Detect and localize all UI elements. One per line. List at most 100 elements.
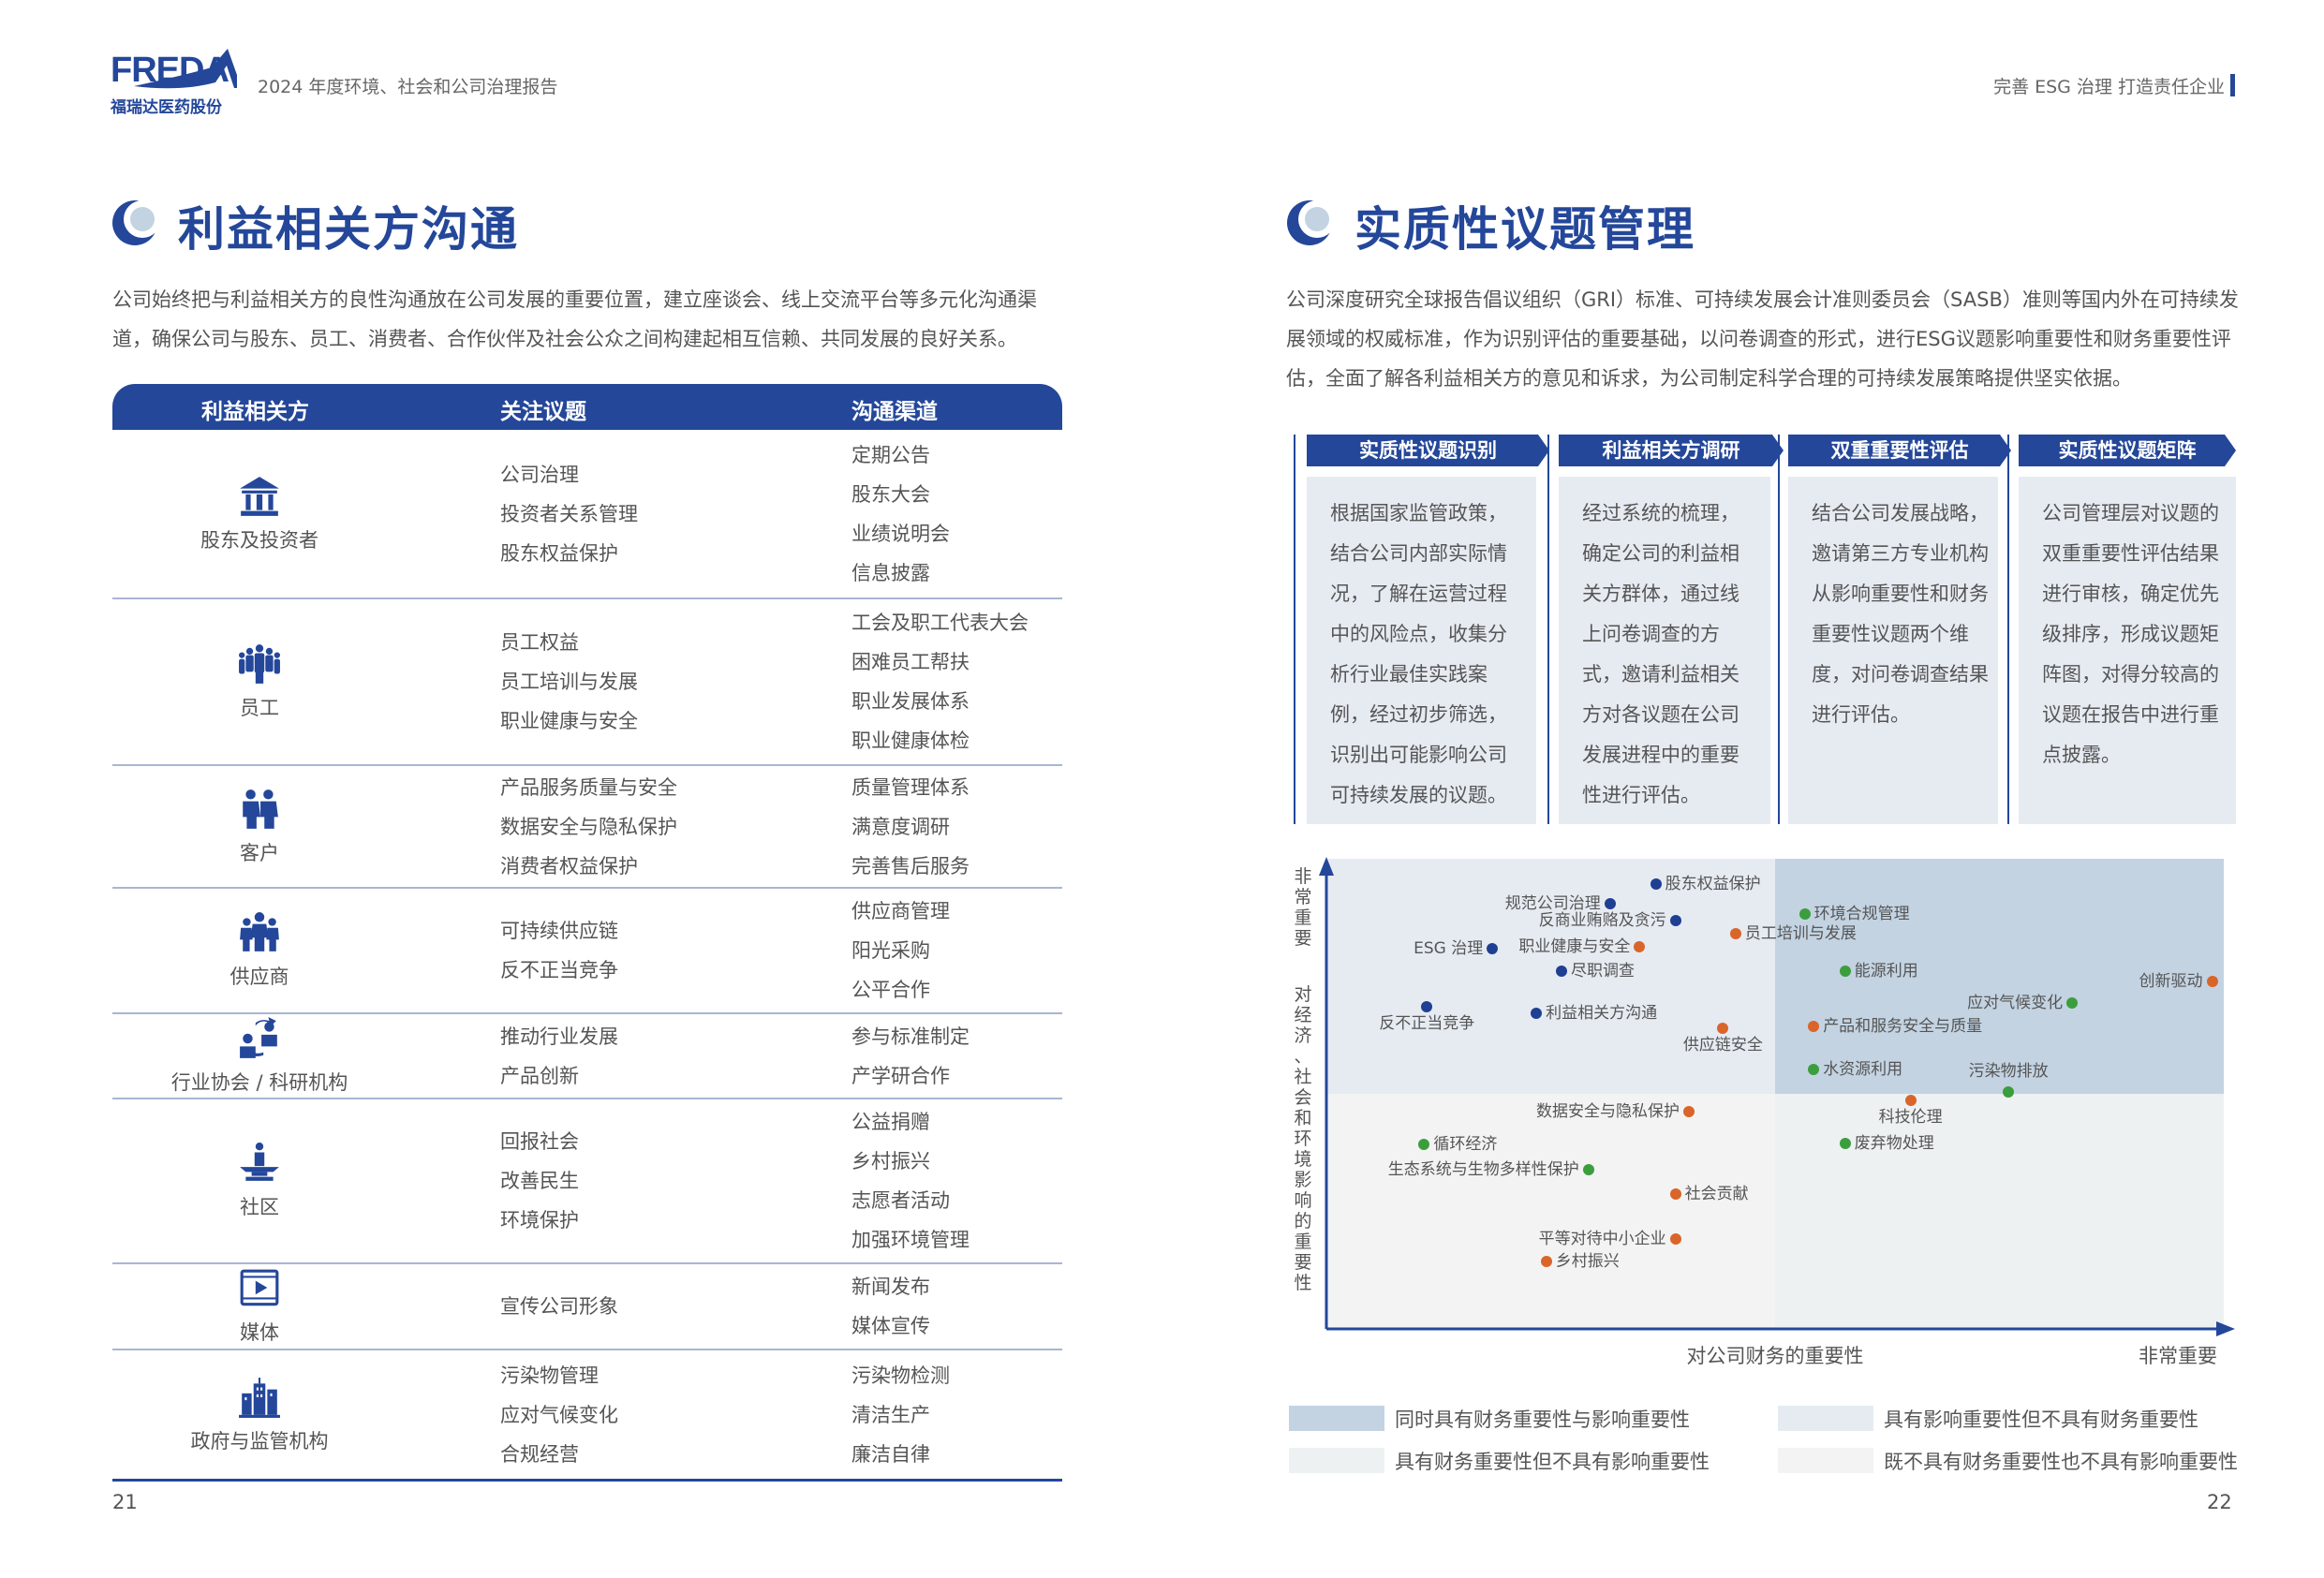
channels-cell: 供应商管理阳光采购公平合作: [851, 889, 950, 1012]
step-text-line: 议题在报告中进行重: [2042, 703, 2219, 726]
matrix-point: [1669, 1187, 1681, 1200]
matrix-point-label: 尽职调查: [1570, 961, 1635, 981]
stakeholder-cell: 供应商: [112, 889, 407, 1012]
matrix-point-label: 反不正当竞争: [1379, 1014, 1475, 1034]
government-icon: [237, 1376, 282, 1423]
suppliers-icon: [237, 911, 282, 958]
channels-cell: 公益捐赠乡村振兴志愿者活动加强环境管理: [851, 1099, 970, 1262]
topic-item: 员工权益: [500, 631, 579, 654]
matrix-point-label: 产品和服务安全与质量: [1823, 1017, 1983, 1037]
axis-label-char: 的: [1294, 1211, 1312, 1231]
matrix-point-label: 循环经济: [1433, 1135, 1498, 1155]
process-step-body: 结合公司发展战略，邀请第三方专业机构从影响重要性和财务重要性议题两个维度，对问卷…: [1788, 477, 1998, 824]
topic-item: 污染物管理: [500, 1364, 599, 1387]
legend-label: 既不具有财务重要性也不具有影响重要性: [1884, 1451, 2238, 1473]
topic-item: 股东权益保护: [500, 541, 618, 565]
matrix-point: [1904, 1094, 1917, 1106]
topic-item: 产品创新: [500, 1064, 579, 1087]
intro-line: 展领域的权威标准，作为识别评估的重要基础，以问卷调查的形式，进行ESG议题影响重…: [1286, 328, 2231, 350]
axis-label-char: 要: [1294, 1252, 1312, 1273]
matrix-point: [1669, 1233, 1681, 1246]
intro-line: 估，全面了解各利益相关方的意见和诉求，为公司制定科学合理的可持续发展策略提供坚实…: [1286, 367, 2132, 390]
process-step-body: 经过系统的梳理，确定公司的利益相关方群体，通过线上问卷调查的方式，邀请利益相关方…: [1559, 477, 1770, 824]
bank-icon: [237, 475, 282, 522]
channels-cell: 新闻发布媒体宣传: [851, 1264, 930, 1349]
matrix-point-label: 污染物排放: [1968, 1062, 2049, 1082]
matrix-point-label: 环境合规管理: [1813, 905, 1910, 924]
step-text-line: 确定公司的利益相: [1582, 542, 1739, 565]
matrix-point: [1839, 965, 1851, 977]
channel-item: 公益捐赠: [851, 1111, 930, 1133]
stakeholder-cell: 社区: [112, 1099, 407, 1262]
channel-item: 廉洁自律: [851, 1442, 930, 1466]
x-axis-title: 对公司财务的重要性: [1686, 1345, 1864, 1367]
matrix-point: [1729, 927, 1741, 939]
legend-swatch: [1289, 1448, 1384, 1473]
channel-item: 参与标准制定: [851, 1025, 970, 1048]
logo-text-cn: 福瑞达医药股份: [111, 98, 222, 117]
topic-item: 数据安全与隐私保护: [500, 815, 677, 838]
step-text-line: 进行评估。: [1812, 703, 1910, 726]
community-icon: [237, 1142, 282, 1188]
stakeholder-label: 员工: [240, 697, 279, 719]
channel-item: 完善售后服务: [851, 854, 970, 877]
axis-label-char: 性: [1294, 1273, 1312, 1293]
table-row: 股东及投资者公司治理投资者关系管理股东权益保护定期公告股东大会业绩说明会信息披露: [112, 430, 1062, 599]
channel-item: 志愿者活动: [851, 1189, 950, 1212]
axis-label-char: 济: [1294, 1025, 1312, 1046]
axis-label-char: 会: [1294, 1087, 1312, 1108]
topics-cell: 可持续供应链反不正当竞争: [500, 889, 618, 1012]
axis-label-char: 要: [1294, 928, 1312, 949]
matrix-point: [2066, 996, 2079, 1009]
step-text-line: 从影响重要性和财务: [1812, 583, 1989, 605]
crescent-title-icon: [112, 200, 159, 245]
table-row: 媒体 宣传公司形象 新闻发布媒体宣传: [112, 1264, 1062, 1350]
channel-item: 加强环境管理: [851, 1229, 970, 1251]
stakeholder-cell: 员工: [112, 599, 407, 764]
channel-item: 乡村振兴: [851, 1150, 930, 1172]
process-step-body: 公司管理层对议题的双重重要性评估结果进行审核，确定优先级排序，形成议题矩阵图，对…: [2019, 477, 2236, 824]
logo-swoosh-icon: [134, 49, 237, 89]
matrix-point: [1808, 1021, 1820, 1033]
stakeholder-cell: 客户: [112, 766, 407, 887]
matrix-point-label: ESG 治理: [1414, 938, 1484, 958]
step-text-line: 方对各议题在公司: [1582, 703, 1739, 726]
channel-item: 困难员工帮扶: [851, 651, 970, 673]
step-divider: [1778, 435, 1780, 824]
process-step-header: 双重重要性评估: [1788, 435, 2011, 466]
matrix-point-label: 反商业贿赂及贪污: [1538, 910, 1666, 930]
matrix-point: [1582, 1164, 1594, 1176]
step-text-line: 结合公司内部实际情: [1330, 542, 1507, 565]
topic-item: 改善民生: [500, 1170, 579, 1192]
step-text-line: 根据国家监管政策，: [1330, 502, 1507, 524]
axis-label-char: 、: [1294, 1046, 1312, 1067]
table-row: 行业协会 / 科研机构推动行业发展产品创新参与标准制定产学研合作: [112, 1014, 1062, 1099]
step-divider: [1294, 435, 1295, 824]
channel-item: 质量管理体系: [851, 775, 970, 799]
matrix-point: [1683, 1106, 1695, 1118]
topic-item: 职业健康与安全: [500, 710, 638, 732]
matrix-point-label: 乡村振兴: [1555, 1252, 1620, 1272]
stakeholder-label: 社区: [240, 1196, 279, 1218]
y-axis-end-label: 非常重要: [1293, 866, 1313, 949]
topics-cell: 污染物管理应对气候变化合规经营: [500, 1350, 618, 1479]
step-text-line: 双重重要性评估结果: [2042, 542, 2219, 565]
process-step-body: 根据国家监管政策，结合公司内部实际情况，了解在运营过程中的风险点，收集分析行业最…: [1307, 477, 1536, 824]
channel-item: 新闻发布: [851, 1276, 930, 1298]
channel-item: 信息披露: [851, 561, 930, 584]
matrix-point: [1540, 1256, 1552, 1268]
header-accent-bar: [2230, 74, 2235, 96]
stakeholder-cell: 媒体: [112, 1264, 407, 1349]
y-axis-title: 对经济、社会和环境影响的重要性: [1293, 984, 1313, 1293]
matrix-point: [1487, 942, 1499, 954]
matrix-point-label: 废弃物处理: [1854, 1133, 1934, 1153]
stakeholder-cell: 行业协会 / 科研机构: [112, 1014, 407, 1098]
section-title: 利益相关方沟通: [178, 202, 519, 257]
channel-item: 股东大会: [851, 482, 930, 506]
channel-item: 业绩说明会: [851, 522, 950, 545]
topics-cell: 宣传公司形象: [500, 1264, 618, 1349]
step-text-line: 可持续发展的议题。: [1330, 784, 1507, 806]
matrix-point: [1418, 1139, 1430, 1151]
step-text-line: 级排序，形成议题矩: [2042, 623, 2219, 645]
topic-item: 消费者权益保护: [500, 854, 638, 877]
